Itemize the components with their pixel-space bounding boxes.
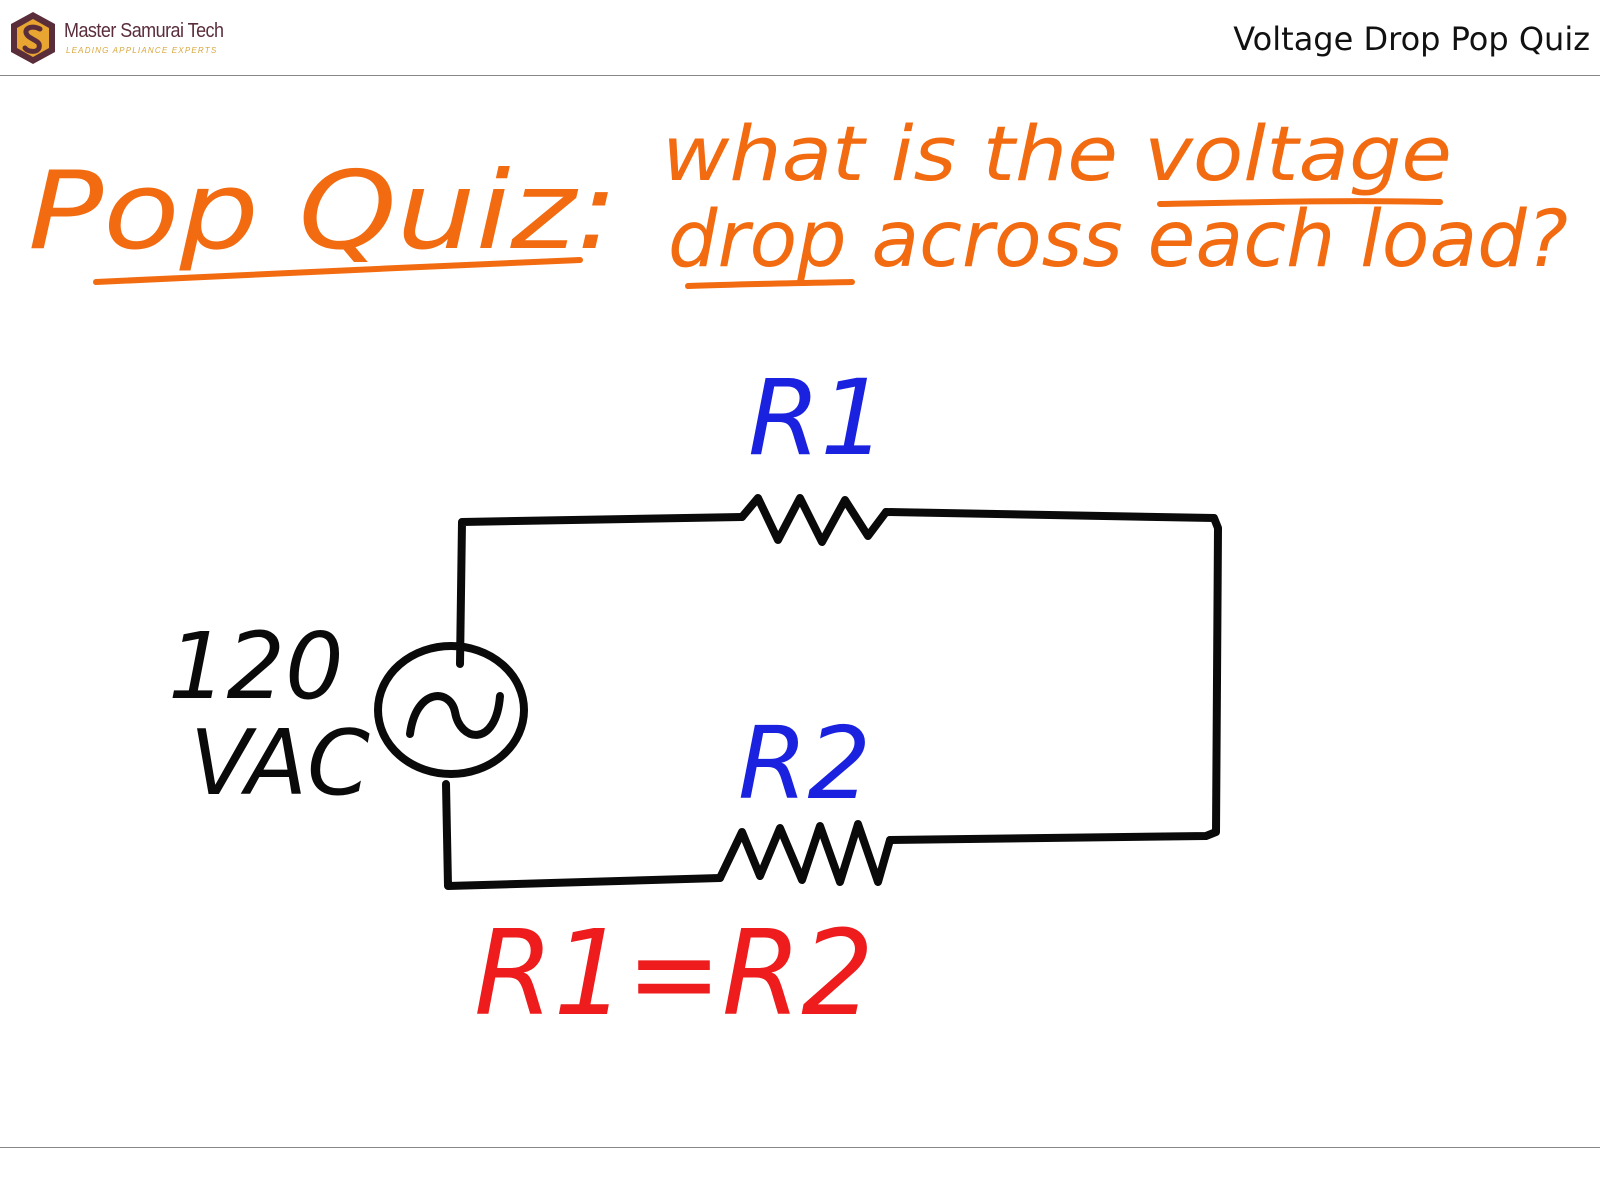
resistor-1	[738, 494, 890, 546]
voltage-underline	[1157, 198, 1443, 207]
brand-tagline: LEADING APPLIANCE EXPERTS	[66, 46, 218, 55]
footer-divider	[0, 1147, 1600, 1148]
ac-source-circle	[374, 642, 528, 778]
quiz-heading: Pop Quiz:	[28, 149, 618, 274]
samurai-hexagon-icon	[11, 12, 55, 64]
top-wire	[456, 513, 746, 668]
page-title: Voltage Drop Pop Quiz	[1233, 20, 1590, 58]
whiteboard: Pop Quiz: what is the voltage drop acros…	[28, 109, 1568, 1042]
resistor-2	[716, 820, 894, 886]
header-bar: Master Samurai Tech LEADING APPLIANCE EX…	[0, 0, 1600, 76]
resistor-1-label: R1	[748, 357, 886, 479]
quiz-heading-underline	[93, 257, 583, 285]
bottom-wire	[442, 780, 724, 890]
question-line-2: drop across each load?	[668, 195, 1568, 285]
resistor-equality: R1=R2	[474, 904, 874, 1042]
top-right-wire	[882, 508, 1222, 844]
question-line-1: what is the voltage	[662, 109, 1452, 198]
source-value: 120	[168, 613, 344, 720]
circuit-diagram	[374, 494, 1222, 890]
resistor-2-label: R2	[738, 705, 871, 822]
brand-name: Master Samurai Tech	[64, 20, 224, 42]
drop-underline	[685, 279, 855, 289]
brand-logo[interactable]: Master Samurai Tech LEADING APPLIANCE EX…	[8, 10, 224, 66]
ac-sine-icon	[406, 692, 504, 739]
source-unit: VAC	[190, 711, 370, 816]
